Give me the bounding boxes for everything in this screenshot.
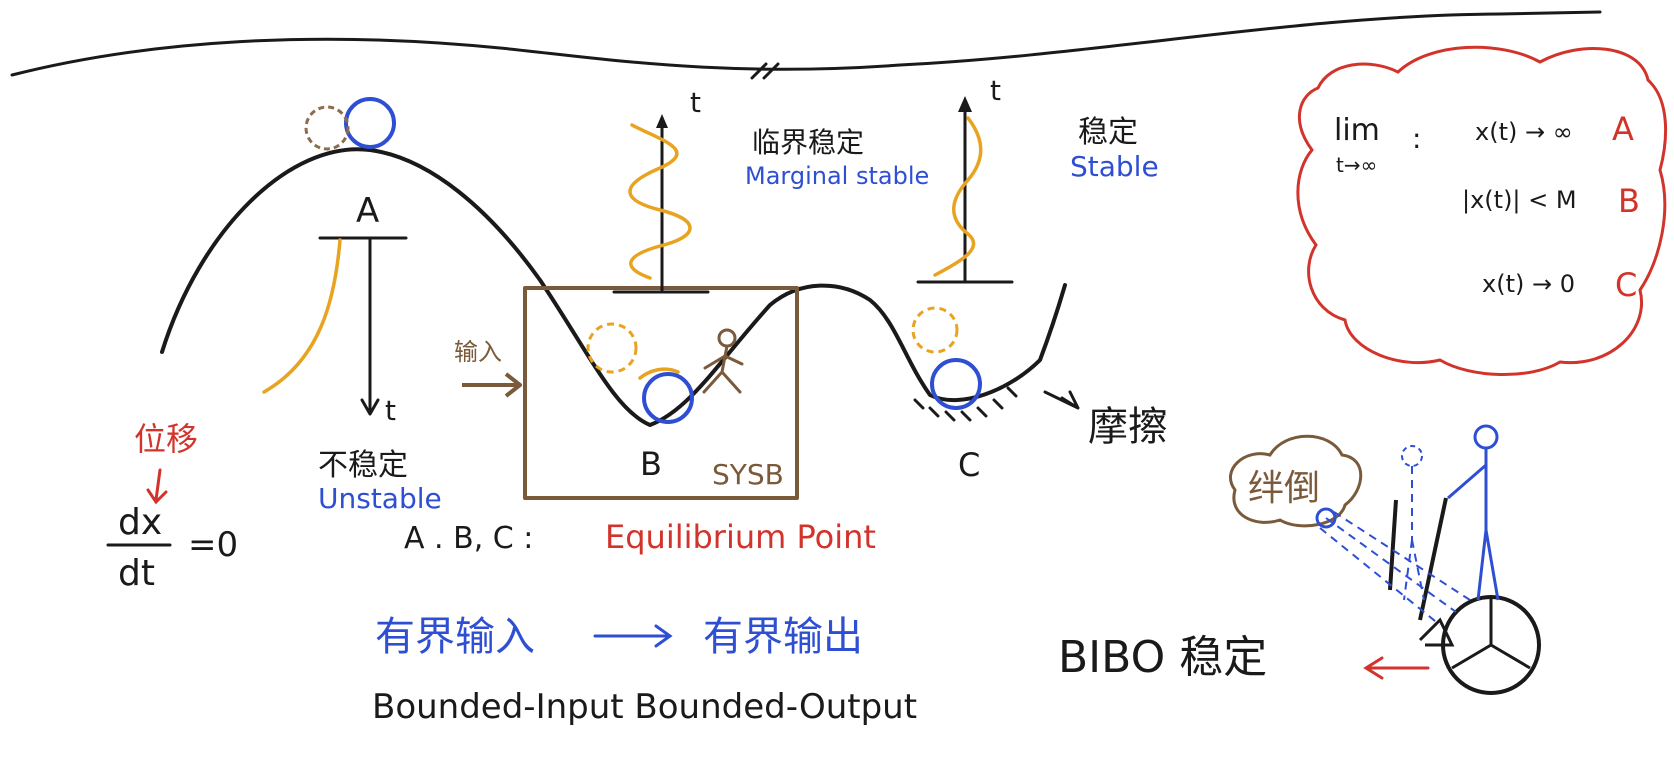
bounded-output-cn: 有界输出 [703,614,863,660]
derivative-dt: dt [118,553,155,594]
unstable-en-label: Unstable [318,482,442,515]
red-arrow [1366,658,1428,678]
condition-row-a-tag: A [1612,110,1634,148]
curve-b-response [630,125,690,278]
break-mark [752,64,778,78]
marginal-cn-label: 临界稳定 [752,126,864,159]
abc-label: A . B, C : [404,521,533,556]
point-c-label: C [958,446,980,484]
bibo-label: BIBO 稳定 [1058,632,1267,683]
input-arrow [462,374,520,396]
displacement-arrow [148,470,166,502]
condition-row-b-tag: B [1618,182,1640,220]
bump-label: 绊倒 [1248,468,1320,509]
bounded-arrow [595,626,670,646]
lim-sub-label: t→∞ [1336,153,1377,177]
displacement-label: 位移 [134,420,198,458]
stable-cn-label: 稳定 [1078,115,1138,150]
marginal-en-label: Marginal stable [745,162,929,190]
friction-label: 摩擦 [1088,404,1168,450]
stick-person-icon [704,330,742,392]
lim-label: lim [1334,113,1380,148]
curve-c-response [935,118,981,275]
input-label: 输入 [454,338,502,366]
top-divider-line [12,12,1600,75]
point-a-label: A [356,191,379,231]
unstable-cn-label: 不稳定 [318,448,408,483]
curve-a-response [264,240,340,392]
axis-c-t: t [990,74,1001,107]
ball-c-ghost [913,308,957,352]
condition-row-c-tag: C [1615,266,1637,304]
bounded-input-cn: 有界输入 [375,614,535,660]
axis-c-arrowhead [958,96,972,112]
wheel-rider-icon [1317,426,1539,693]
derivative-dx: dx [118,502,162,543]
condition-row-b-expr: |x(t)| < M [1462,186,1577,214]
ball-a-ghost [306,107,348,149]
axis-b-t: t [690,86,701,119]
condition-row-c-expr: x(t) → 0 [1482,270,1575,298]
axis-b-arrowhead [656,114,668,128]
friction-arrow [1045,392,1078,408]
derivative-eq: =0 [188,525,238,565]
sysb-label: SYSB [712,458,784,491]
condition-row-a-expr: x(t) → ∞ [1475,118,1573,146]
bounded-io-en: Bounded-Input Bounded-Output [372,687,917,727]
lim-colon: : [1412,122,1421,155]
point-b-label: B [640,445,662,483]
axis-a-t: t [385,394,396,427]
ball-a [346,99,394,147]
stable-en-label: Stable [1070,150,1159,183]
equilibrium-label: Equilibrium Point [605,518,876,556]
